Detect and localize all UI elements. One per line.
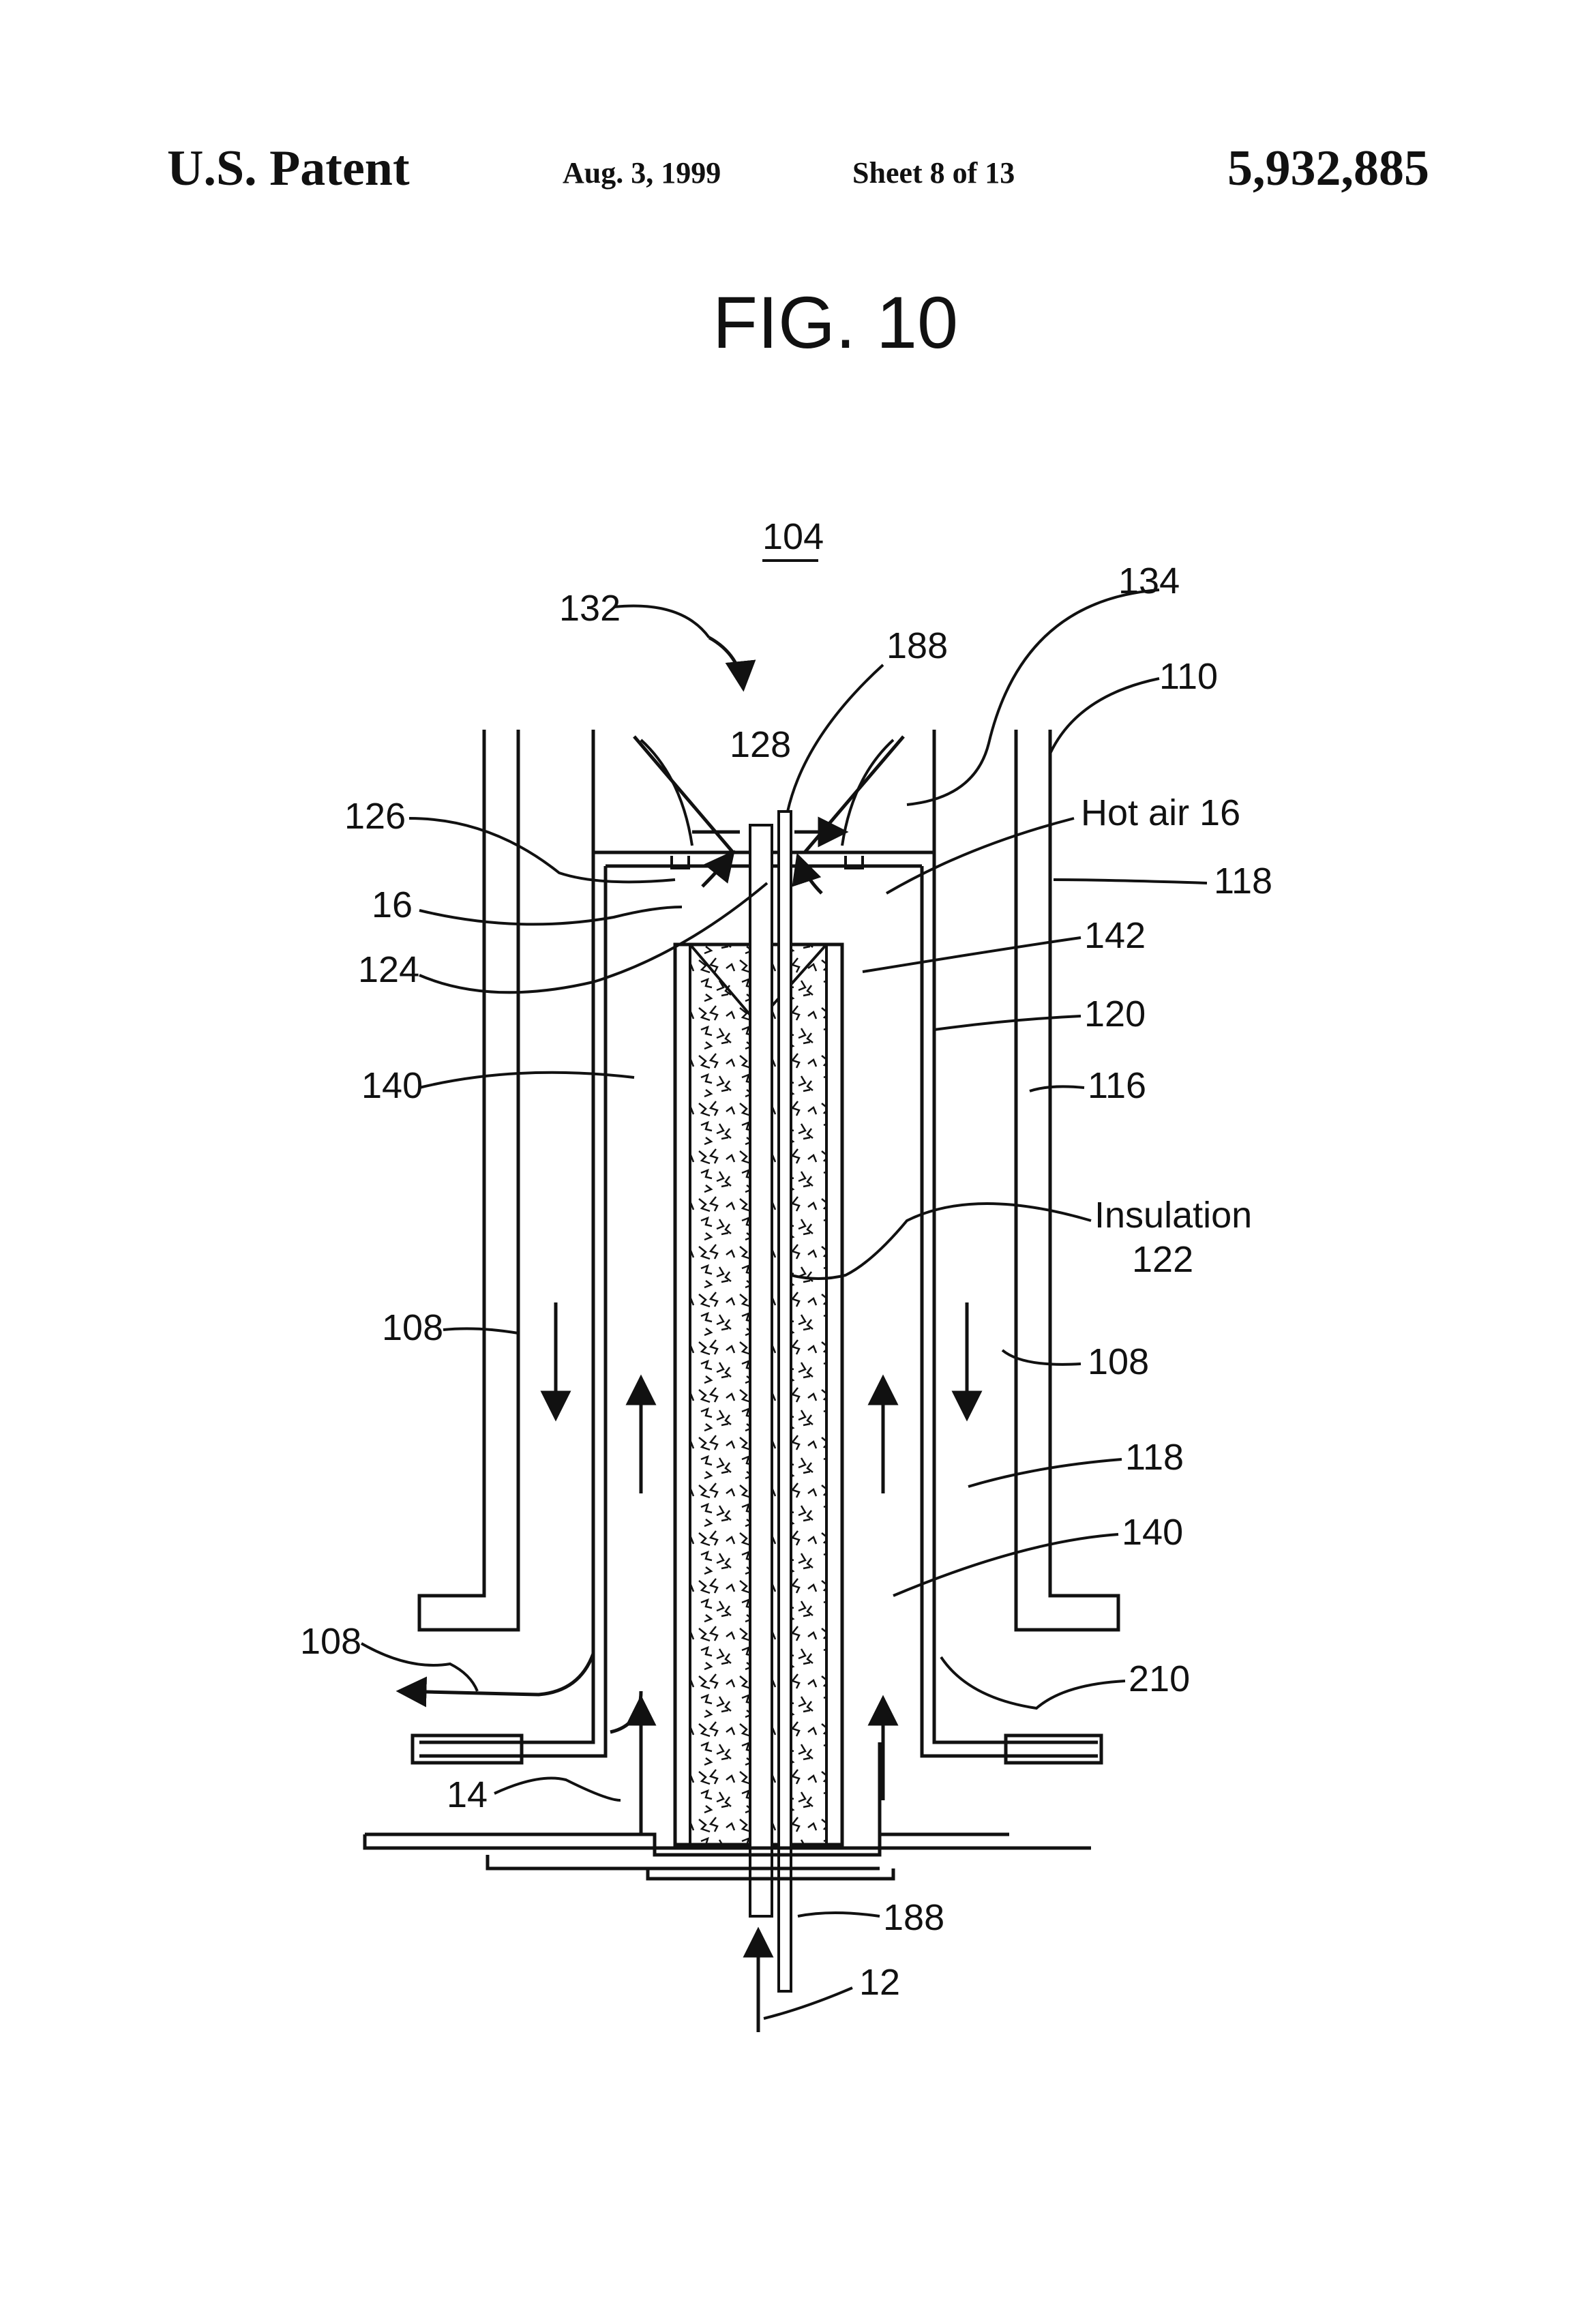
label-12: 12 [859,1962,900,2003]
outer-wall-left [419,730,518,1630]
label-210: 210 [1129,1658,1190,1699]
label-108-left: 108 [382,1307,443,1348]
label-insulation: Insulation [1094,1195,1252,1236]
arrow-exhaust-108 [399,1654,593,1695]
label-hot-air: Hot air 16 [1081,792,1240,833]
leader-118-bottom [968,1459,1122,1487]
label-132: 132 [559,588,621,629]
label-108-right: 108 [1088,1341,1149,1382]
label-128: 128 [730,724,791,765]
leader-12 [764,1988,852,2018]
arrow-132 [709,638,743,689]
label-116: 116 [1088,1065,1146,1106]
ignition-rod [779,811,791,1991]
outer-wall-right [1016,730,1118,1630]
label-140-right: 140 [1122,1512,1183,1553]
label-16: 16 [372,884,413,925]
leader-188-top [788,665,883,811]
leader-110 [1050,679,1159,754]
leader-16 [419,907,682,924]
leader-188-bottom [798,1913,880,1916]
leader-116 [1030,1086,1084,1091]
inner-wall-right-liner [922,866,1098,1756]
arrow-16-right [798,856,822,893]
label-108-bottom: 108 [300,1621,361,1662]
leader-126 [409,818,675,882]
label-118-top: 118 [1214,861,1272,902]
leader-134 [907,590,1159,805]
label-118-bottom: 118 [1125,1437,1184,1478]
label-140-left: 140 [361,1065,423,1106]
leader-hot-air [886,818,1074,893]
leader-insulation [791,1204,1091,1279]
leader-140-left [419,1073,634,1088]
label-14: 14 [447,1774,488,1815]
leader-108-left [443,1328,518,1333]
label-134: 134 [1118,561,1180,601]
flange-right [1006,1735,1101,1763]
leader-210 [941,1657,1125,1708]
leader-132 [614,606,709,638]
leader-118-top [1054,880,1207,883]
arrow-16-left [702,852,733,887]
leader-120 [934,1016,1081,1030]
leader-108-bottom [361,1643,477,1691]
leader-14 [494,1778,621,1801]
label-188-top: 188 [886,625,948,666]
label-122: 122 [1132,1239,1193,1280]
leader-142 [863,938,1081,972]
figure-title: FIG. 10 [713,281,958,363]
arrow-14-curve [610,1691,641,1732]
assembly-ref-104: 104 [762,516,824,557]
label-120: 120 [1084,994,1146,1034]
label-142: 142 [1084,915,1146,956]
inner-wall-left-liner [419,866,606,1756]
leader-140-right [893,1534,1118,1596]
fuel-tube [750,825,772,1916]
label-126: 126 [344,796,406,837]
label-188-bottom: 188 [883,1897,944,1938]
leader-108-right [1002,1350,1081,1365]
label-124: 124 [358,949,419,990]
base-plate-lower [488,1855,880,1868]
label-110: 110 [1159,656,1218,697]
flange-left [413,1735,522,1763]
